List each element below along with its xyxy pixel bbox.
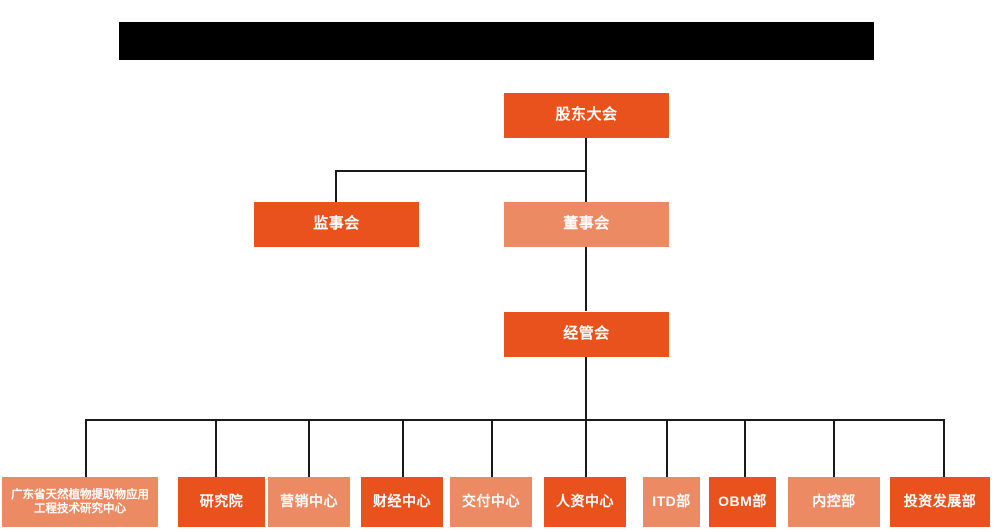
redacted-title-banner bbox=[119, 22, 874, 60]
connector-tier2-bus bbox=[336, 170, 587, 172]
department-box-1[interactable]: 广东省天然植物提取物应用工程技术研究中心 bbox=[2, 477, 158, 527]
node-shareholders-meeting[interactable]: 股东大会 bbox=[504, 93, 669, 138]
connector-drop-6 bbox=[585, 419, 587, 477]
department-box-9[interactable]: 内控部 bbox=[788, 477, 880, 527]
connector-shareholders-down bbox=[585, 138, 587, 171]
department-box-8[interactable]: OBM部 bbox=[709, 477, 776, 527]
node-board-of-directors[interactable]: 董事会 bbox=[504, 202, 669, 247]
connector-drop-7 bbox=[666, 419, 668, 477]
node-supervisory-board[interactable]: 监事会 bbox=[254, 202, 419, 247]
department-box-7[interactable]: ITD部 bbox=[643, 477, 700, 527]
department-box-4[interactable]: 财经中心 bbox=[361, 477, 443, 527]
department-box-10[interactable]: 投资发展部 bbox=[890, 477, 990, 527]
connector-departments-bus bbox=[85, 419, 945, 421]
node-management-committee[interactable]: 经管会 bbox=[504, 312, 669, 357]
department-box-3[interactable]: 营销中心 bbox=[268, 477, 350, 527]
connector-management-down bbox=[585, 357, 587, 420]
connector-drop-9 bbox=[833, 419, 835, 477]
connector-drop-4 bbox=[402, 419, 404, 477]
connector-drop-10 bbox=[943, 419, 945, 477]
connector-to-supervisory-board bbox=[335, 170, 337, 202]
connector-board-to-management bbox=[585, 241, 587, 311]
connector-drop-8 bbox=[744, 419, 746, 477]
department-box-2[interactable]: 研究院 bbox=[178, 477, 265, 527]
connector-to-board-of-directors bbox=[585, 170, 587, 202]
connector-drop-2 bbox=[215, 419, 217, 477]
department-box-6[interactable]: 人资中心 bbox=[544, 477, 626, 527]
department-box-5[interactable]: 交付中心 bbox=[450, 477, 532, 527]
connector-drop-5 bbox=[491, 419, 493, 477]
connector-drop-1 bbox=[85, 419, 87, 477]
connector-drop-3 bbox=[308, 419, 310, 477]
